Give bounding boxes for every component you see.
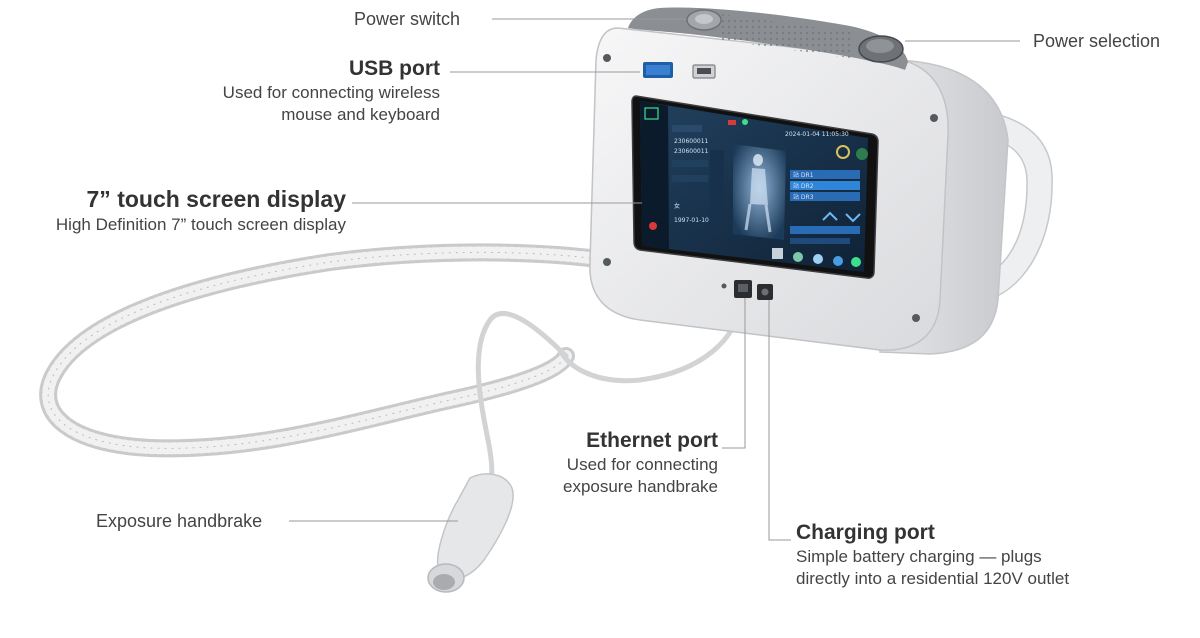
svg-text:1997-01-10: 1997-01-10 [674, 217, 709, 224]
svg-text:230600011: 230600011 [674, 138, 709, 145]
power-switch-label: Power switch [354, 9, 461, 29]
exposure-handbrake-device [427, 473, 514, 593]
charging-port-desc-1: Simple battery charging — plugs [796, 547, 1042, 567]
svg-text:2024-01-04 11:05:30: 2024-01-04 11:05:30 [785, 131, 849, 138]
charging-port-callout: Charging port Simple battery charging — … [796, 520, 1069, 589]
power-selection-label: Power selection [1033, 31, 1161, 51]
leader-lines [289, 18, 1020, 541]
charging-port-desc-2: directly into a residential 120V outlet [796, 568, 1070, 588]
ethernet-port-title: Ethernet port [586, 429, 718, 452]
usb-port-callout: USB port Used for connecting wireless mo… [223, 56, 440, 125]
svg-text:站 DR1: 站 DR1 [793, 171, 814, 179]
svg-text:站 DR2: 站 DR2 [793, 182, 814, 190]
ethernet-port-callout: Ethernet port Used for connecting exposu… [563, 428, 718, 497]
exposure-handbrake-label: Exposure handbrake [96, 511, 263, 531]
touch-screen: 230600011 230600011 女 1997-01-10 2024-01… [631, 95, 879, 279]
usb-port-desc-1: Used for connecting wireless [222, 83, 440, 103]
svg-text:站 DR3: 站 DR3 [793, 193, 814, 201]
charging-port-title: Charging port [796, 521, 935, 544]
ethernet-port-desc-1: Used for connecting [566, 455, 718, 475]
screen-list: 站 DR1 站 DR2 站 DR3 [790, 170, 861, 244]
touch-screen-callout: 7” touch screen display High Definition … [56, 185, 346, 235]
touch-screen-desc: High Definition 7” touch screen display [55, 214, 346, 234]
touch-screen-title: 7” touch screen display [86, 186, 346, 212]
svg-text:女: 女 [674, 202, 680, 210]
svg-text:230600011: 230600011 [674, 148, 709, 155]
usb-port-desc-2: mouse and keyboard [281, 104, 440, 124]
usb-port-title: USB port [349, 57, 440, 80]
ethernet-port-desc-2: exposure handbrake [562, 476, 718, 496]
coiled-cable [39, 243, 744, 493]
screen-form: 230600011 230600011 女 1997-01-10 [672, 125, 724, 224]
